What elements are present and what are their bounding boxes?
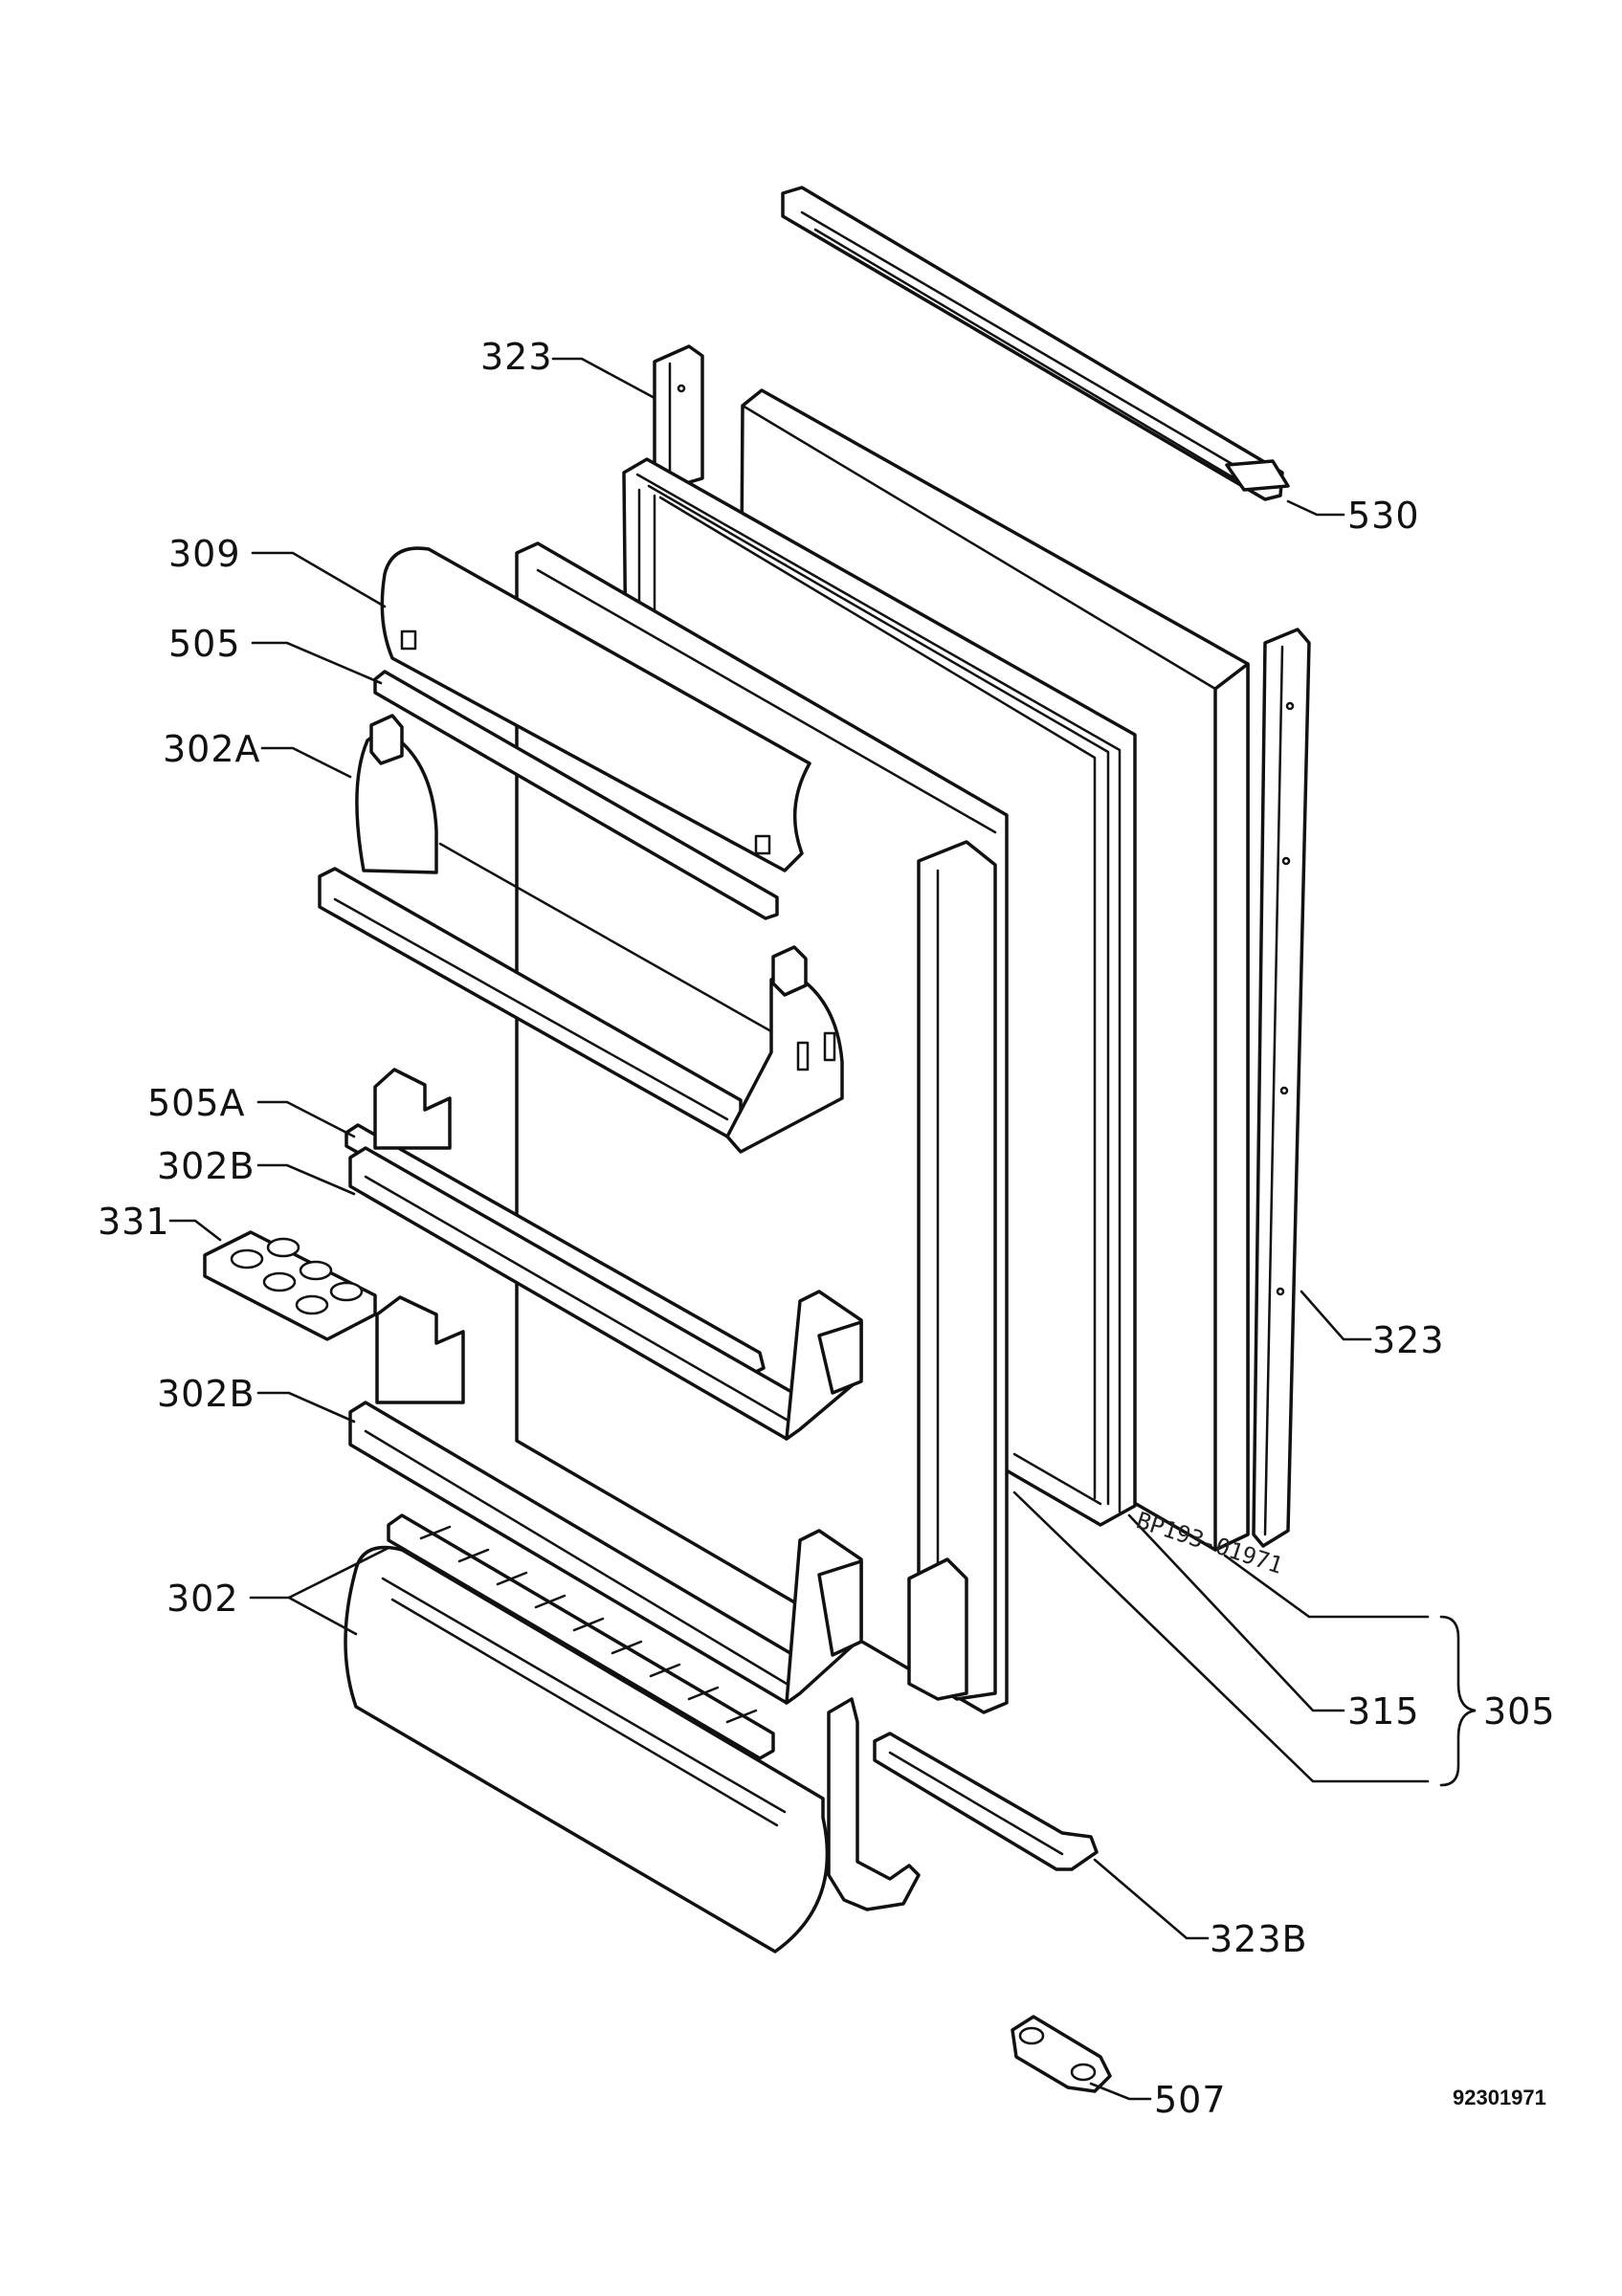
label-302B-1: 302B: [157, 1145, 256, 1187]
label-302B-2: 302B: [157, 1373, 256, 1415]
part-302B-middle-shelf-2: [348, 1295, 863, 1705]
label-323-right: 323: [1372, 1319, 1445, 1361]
part-302B-middle-shelf-1: [348, 1068, 863, 1441]
label-331: 331: [98, 1201, 170, 1243]
label-302A: 302A: [163, 728, 261, 770]
label-315: 315: [1347, 1690, 1420, 1733]
part-331-egg-tray: [203, 1230, 377, 1341]
label-507: 507: [1154, 2079, 1227, 2121]
part-505A-rod: [344, 1123, 766, 1376]
part-309-dairy-flap: [380, 546, 811, 872]
part-507-hinge-bracket: [1011, 2015, 1112, 2093]
label-302: 302: [167, 1578, 239, 1620]
part-505-hinge-rod: [373, 670, 779, 920]
brace-305: [1439, 1615, 1477, 1787]
part-323B-bottom-rail: [873, 1732, 1099, 1871]
part-302-bottom-bin: [344, 1545, 921, 1954]
part-323-left-strip: [653, 344, 704, 490]
part-530-top-rail: [781, 186, 1290, 501]
label-309: 309: [168, 533, 241, 575]
label-530: 530: [1347, 495, 1420, 537]
part-302-bottle-guard: [387, 1513, 775, 1760]
leader-lines: [168, 357, 1430, 2101]
part-302A-upper-shelf: [318, 714, 844, 1154]
drawing-number: 92301971: [1453, 2086, 1546, 2109]
label-305: 305: [1483, 1690, 1556, 1733]
label-323-top: 323: [480, 336, 553, 378]
label-505A: 505A: [147, 1082, 246, 1124]
label-505: 505: [168, 623, 241, 665]
part-323-right-strip: [1252, 628, 1311, 1548]
label-323B: 323B: [1210, 1918, 1308, 1960]
